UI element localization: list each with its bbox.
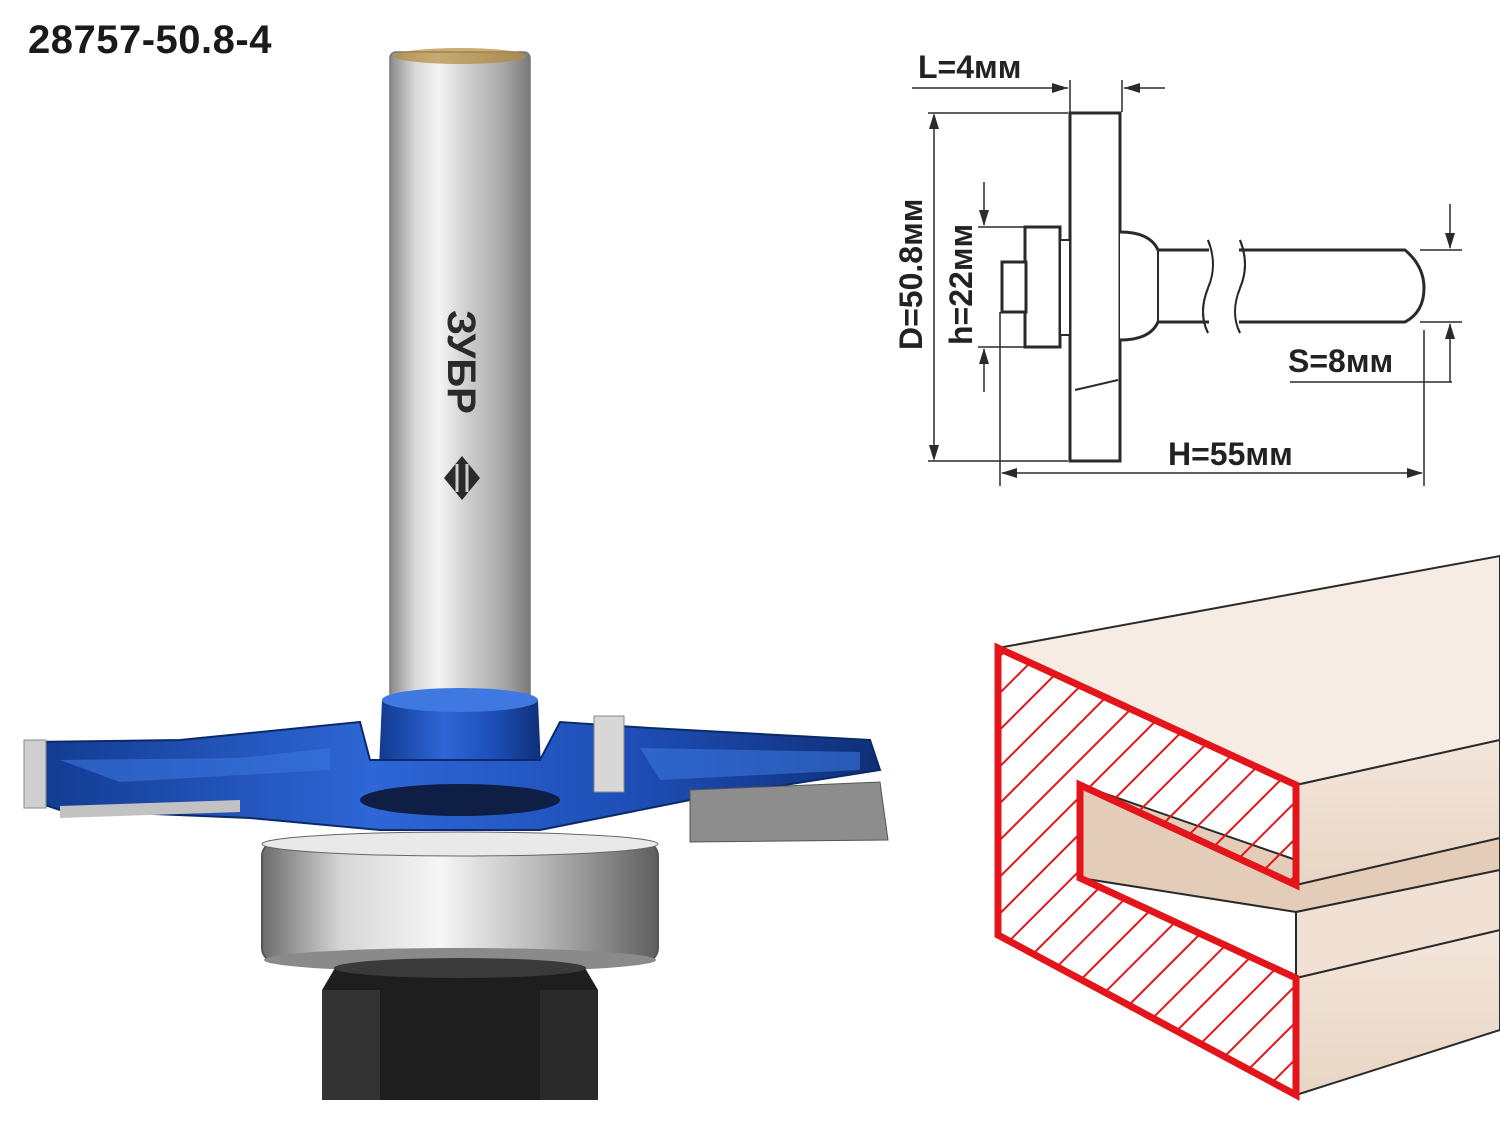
dim-label-H: H=55мм (1168, 436, 1293, 472)
brand-logo-text: ЗУБР (439, 310, 483, 414)
shank-top (394, 48, 526, 64)
drawing-disc (1068, 111, 1122, 463)
dim-label-S: S=8мм (1288, 343, 1393, 379)
dim-label-L: L=4мм (918, 49, 1021, 85)
drawing-bearing (1023, 225, 1062, 349)
technical-drawing (912, 80, 1462, 486)
wood-profile (994, 554, 1500, 1101)
nut (322, 968, 598, 1100)
router-bit: ЗУБР (23, 48, 889, 1100)
dim-label-D: D=50.8мм (893, 199, 929, 350)
brand-logo: ЗУБР (439, 310, 483, 500)
product-code: 28757-50.8-4 (28, 18, 272, 62)
carbide-tip (23, 739, 47, 809)
dim-label-h: h=22мм (943, 224, 979, 345)
carbide-tip (593, 715, 625, 793)
carbide-tip (689, 781, 889, 843)
drawing-shank (1119, 230, 1426, 342)
groove-section-profile (994, 642, 1300, 1101)
bearing (261, 841, 659, 963)
